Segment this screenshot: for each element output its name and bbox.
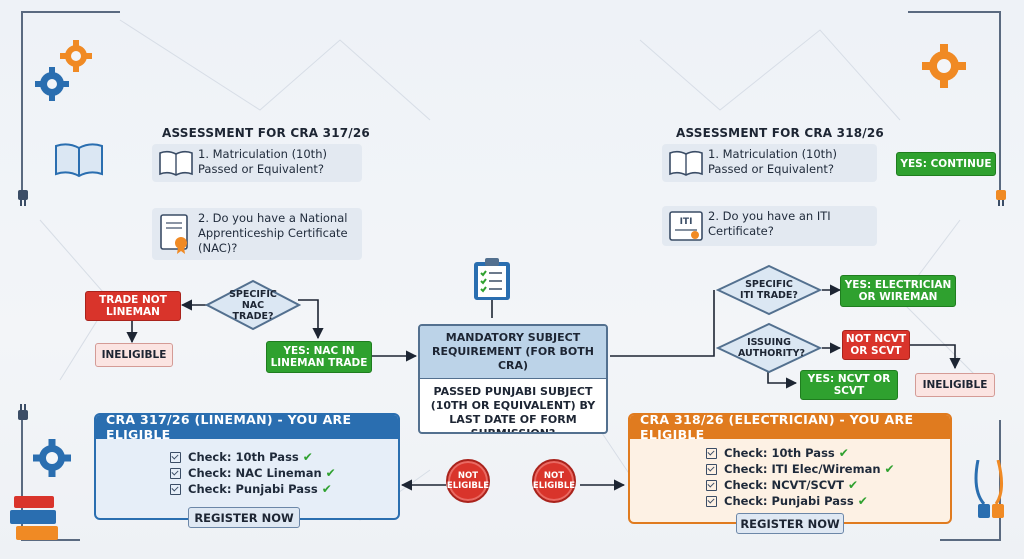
check-item: Check: 10th Pass✔ [170,449,398,465]
check-item: Check: 10th Pass✔ [706,445,950,461]
check-item: Check: Punjabi Pass✔ [170,481,398,497]
stop-sign-icon: NOT ELIGIBLE [532,459,576,503]
right-assessment-title: ASSESSMENT FOR CRA 318/26 [676,126,884,140]
nac-lineman-accept-badge: YES: NAC IN LINEMAN TRADE [266,341,372,373]
yes-continue-badge: YES: CONTINUE [896,152,996,176]
lineman-eligible-panel: CRA 317/26 (LINEMAN) - YOU ARE ELIGIBLE … [94,413,400,520]
check-icon: ✔ [325,466,336,480]
check-icon: ✔ [302,450,313,464]
decision-text: ISSUING AUTHORITY? [738,337,806,359]
book-icon [159,150,193,176]
checkbox-icon [170,467,181,479]
check-item: Check: ITI Elec/Wireman✔ [706,461,950,477]
cable-plug-icon [974,460,1004,518]
left-question-nac: 2. Do you have a National Apprenticeship… [152,208,362,260]
right-question-iti: ITI 2. Do you have an ITI Certificate? [662,206,877,246]
mandatory-subject-heading: MANDATORY SUBJECT REQUIREMENT (FOR BOTH … [420,326,606,379]
certificate-icon: ITI [669,211,703,241]
gear-icon [922,44,966,88]
check-icon: ✔ [838,446,849,460]
electrician-eligible-panel: CRA 318/26 (ELECTRICIAN) - YOU ARE ELIGI… [628,413,952,524]
ncvt-scvt-accept-badge: YES: NCVT OR SCVT [800,370,898,400]
checkbox-icon [170,483,181,495]
question-text: 2. Do you have a National Apprenticeship… [198,211,348,255]
checkbox-icon [706,495,717,507]
checkbox-icon [706,479,717,491]
book-icon [669,150,703,176]
register-now-button[interactable]: REGISTER NOW [736,513,844,534]
plug-icon [996,190,1006,206]
book-icon [55,143,103,178]
question-text: 1. Matriculation (10th) Passed or Equiva… [198,147,327,176]
decision-text: SPECIFIC NAC TRADE? [229,288,277,322]
left-assessment-title: ASSESSMENT FOR CRA 317/26 [162,126,370,140]
check-icon: ✔ [884,462,895,476]
checkbox-icon [706,447,717,459]
plug-icon [18,190,28,206]
check-icon: ✔ [321,482,332,496]
left-question-matriculation: 1. Matriculation (10th) Passed or Equiva… [152,144,362,182]
check-item: Check: NAC Lineman✔ [170,465,398,481]
decision-nac-trade: SPECIFIC NAC TRADE? [205,279,301,331]
panel-title: CRA 318/26 (ELECTRICIAN) - YOU ARE ELIGI… [630,415,950,442]
checkbox-icon [170,451,181,463]
ineligible-badge: INELIGIBLE [915,373,995,397]
not-ncvt-scvt-badge: NOT NCVT OR SCVT [842,330,910,360]
electrician-wireman-accept-badge: YES: ELECTRICIAN OR WIREMAN [840,275,956,307]
check-icon: ✔ [847,478,859,492]
checkbox-icon [706,463,717,475]
ineligible-badge: INELIGIBLE [95,343,173,367]
panel-title: CRA 317/26 (LINEMAN) - YOU ARE ELIGIBLE [96,415,398,442]
iti-label: ITI [680,217,693,227]
plug-icon [18,404,28,420]
question-text: 1. Matriculation (10th) Passed or Equiva… [708,147,837,176]
decision-iti-trade: SPECIFIC ITI TRADE? [716,264,822,316]
check-item: Check: Punjabi Pass✔ [706,493,950,509]
check-icon: ✔ [857,494,868,508]
books-stack-icon [10,496,58,540]
decision-issuing-authority: ISSUING AUTHORITY? [716,322,822,374]
register-now-button[interactable]: REGISTER NOW [188,507,300,528]
check-item: Check: NCVT/SCVT✔ [706,477,950,493]
clipboard-icon [474,258,510,300]
right-question-matriculation: 1. Matriculation (10th) Passed or Equiva… [662,144,877,182]
trade-not-lineman-badge: TRADE NOT LINEMAN [85,291,181,321]
gear-icon [35,40,92,101]
certificate-icon [160,214,188,254]
question-text: 2. Do you have an ITI Certificate? [708,209,831,238]
stop-sign-icon: NOT ELIGIBLE [446,459,490,503]
mandatory-subject-question: PASSED PUNJABI SUBJECT (10TH OR EQUIVALE… [430,385,596,434]
decision-text: SPECIFIC ITI TRADE? [740,279,798,301]
mandatory-subject-box: MANDATORY SUBJECT REQUIREMENT (FOR BOTH … [418,324,608,434]
gear-icon [33,439,71,477]
